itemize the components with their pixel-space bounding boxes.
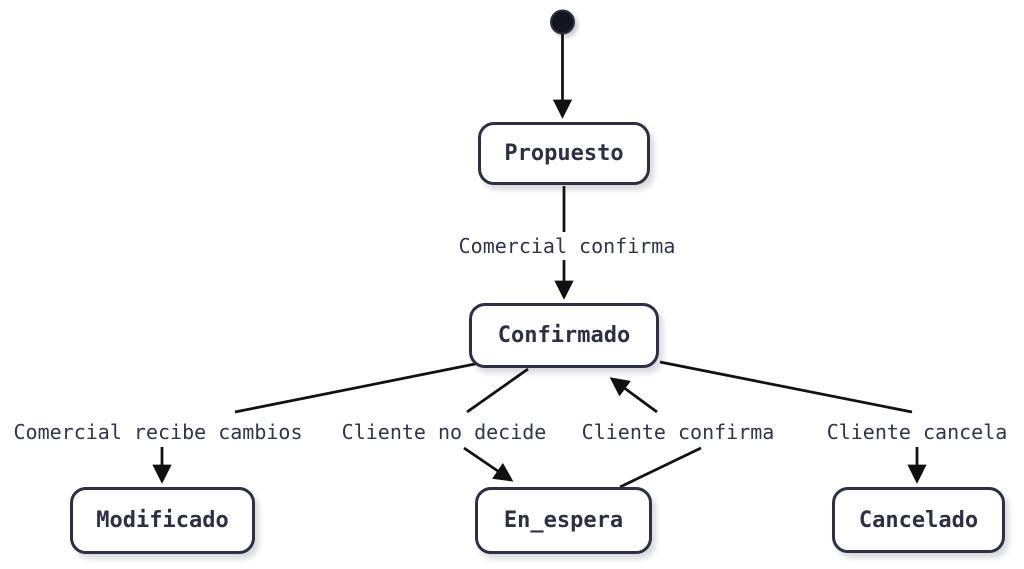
edge-label-cliente-no-decide: Cliente no decide	[336, 418, 552, 446]
state-node-modificado: Modificado	[70, 487, 255, 554]
state-label-en-espera: En_espera	[503, 508, 624, 533]
state-node-en-espera: En_espera	[475, 487, 652, 554]
initial-state-dot	[550, 9, 575, 35]
edge-enespera-confirmado-lower	[619, 446, 702, 489]
edge-label-cliente-cancela: Cliente cancela	[821, 418, 1013, 446]
edge-confirmado-enespera-lower	[463, 446, 514, 482]
edge-label-comercial-confirma: Comercial confirma	[453, 232, 681, 260]
state-label-confirmado: Confirmado	[497, 323, 631, 348]
state-label-modificado: Modificado	[96, 508, 229, 533]
edge-confirmado-modificado-upper	[234, 361, 481, 414]
state-node-confirmado: Confirmado	[469, 303, 659, 368]
state-node-propuesto: Propuesto	[478, 122, 650, 185]
edge-confirmado-enespera-upper	[466, 367, 529, 414]
edge-label-comercial-recibe-cambios: Comercial recibe cambios	[8, 418, 308, 446]
state-node-cancelado: Cancelado	[832, 487, 1005, 553]
state-label-cancelado: Cancelado	[858, 507, 979, 533]
edge-enespera-confirmado-upper	[609, 377, 658, 414]
state-label-propuesto: Propuesto	[504, 141, 624, 166]
edge-confirmado-cancelado-upper	[659, 360, 913, 414]
edge-label-cliente-confirma: Cliente confirma	[576, 418, 780, 446]
